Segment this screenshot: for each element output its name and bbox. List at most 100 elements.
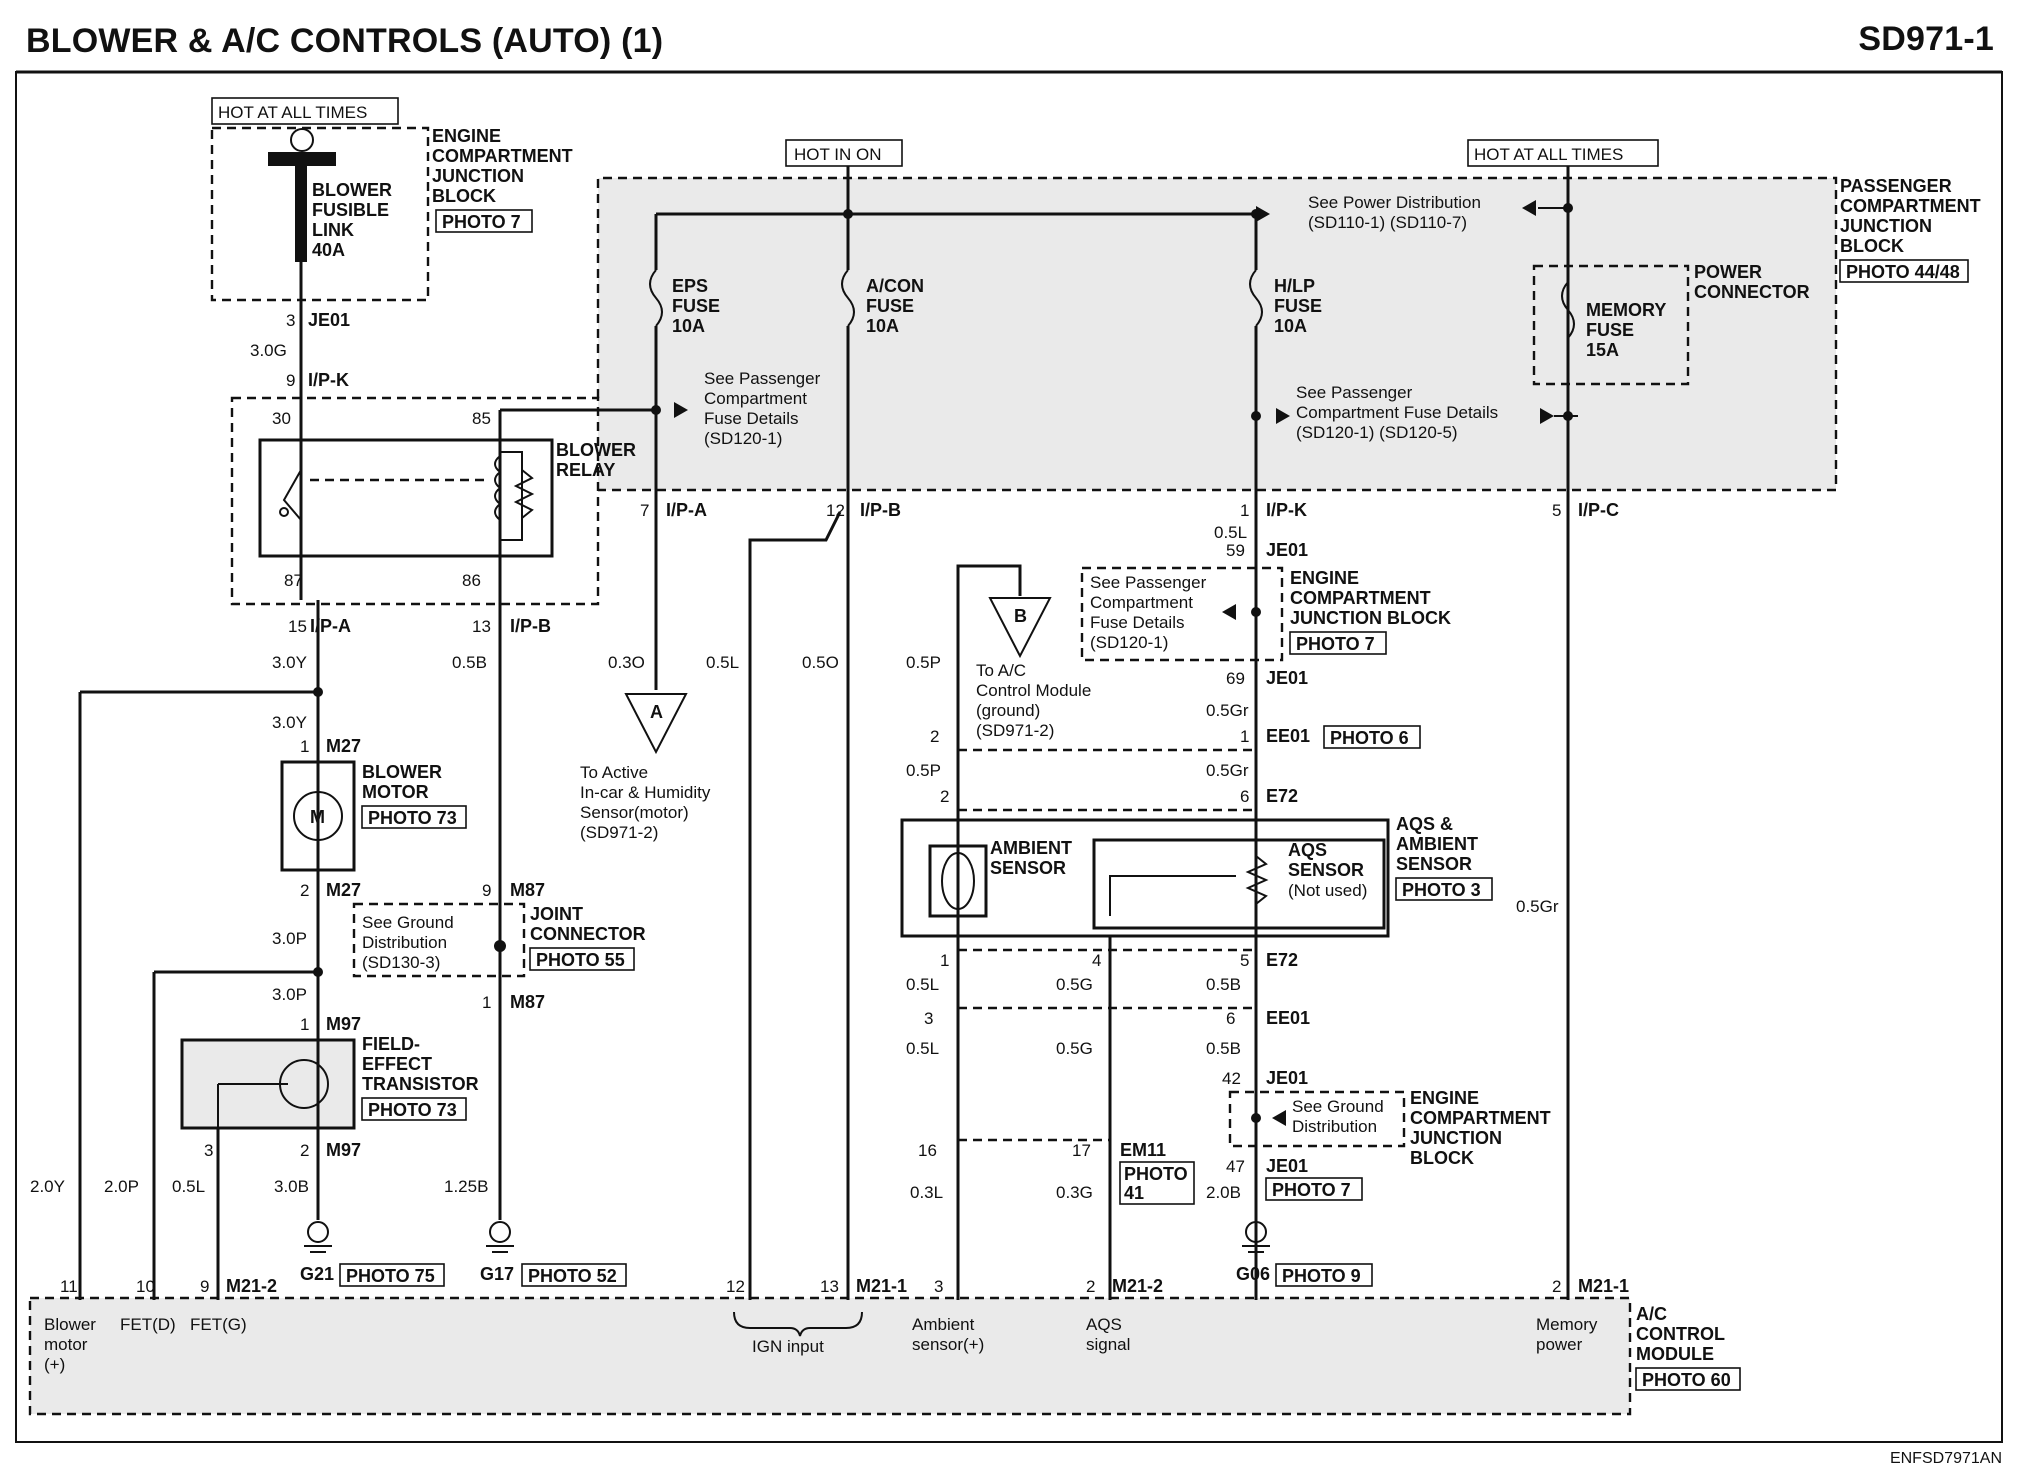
- svg-text:PHOTO 44/48: PHOTO 44/48: [1846, 262, 1960, 282]
- connector-m27: M27: [326, 736, 361, 756]
- engine-jb-top-photo: PHOTO 7: [435, 209, 533, 233]
- motor-symbol: M: [310, 807, 325, 827]
- svg-text:AQS: AQS: [1086, 1315, 1122, 1334]
- svg-text:CONTROL: CONTROL: [1636, 1324, 1725, 1344]
- svg-text:See Passenger: See Passenger: [704, 369, 821, 388]
- aqs-photo: PHOTO 3: [1395, 877, 1493, 901]
- wire-label: 0.5P: [906, 653, 941, 672]
- connector-m27: M27: [326, 880, 361, 900]
- ee01-photo: PHOTO 6: [1323, 725, 1421, 749]
- to-ac-module-ref: To A/C Control Module (ground) (SD971-2): [976, 661, 1091, 740]
- connector-m87: M87: [510, 992, 545, 1012]
- wire-label: 0.5Gr: [1206, 761, 1249, 780]
- relay-section-box: [230, 396, 600, 606]
- page-title: BLOWER & A/C CONTROLS (AUTO) (1): [26, 22, 664, 60]
- connector-e72: E72: [1266, 950, 1298, 970]
- wire-label: 0.5Gr: [1516, 897, 1559, 916]
- wire-label: 3.0Y: [272, 713, 307, 732]
- svg-text:Distribution: Distribution: [1292, 1117, 1377, 1136]
- g17-photo: PHOTO 52: [521, 1263, 627, 1287]
- aqs-ambient-label: AQS & AMBIENT SENSOR: [1396, 814, 1478, 874]
- blower-fusible-link-label: BLOWER FUSIBLE LINK 40A: [312, 180, 392, 260]
- svg-text:10A: 10A: [672, 316, 705, 336]
- svg-text:Fuse Details: Fuse Details: [704, 409, 798, 428]
- svg-text:Ambient: Ambient: [912, 1315, 975, 1334]
- em11-photo: [1119, 1161, 1195, 1205]
- svg-text:signal: signal: [1086, 1335, 1130, 1354]
- pin-label: 2: [940, 787, 949, 806]
- off-page-b: [988, 597, 1052, 659]
- svg-text:ENGINE: ENGINE: [432, 126, 501, 146]
- connector-ipc: I/P-C: [1578, 500, 1619, 520]
- svg-text:BLOWER: BLOWER: [312, 180, 392, 200]
- svg-text:MEMORY: MEMORY: [1586, 300, 1666, 320]
- wire-label: 0.5L: [172, 1177, 205, 1196]
- svg-text:See Passenger: See Passenger: [1296, 383, 1413, 402]
- svg-text:Blower: Blower: [44, 1315, 96, 1334]
- svg-text:COMPARTMENT: COMPARTMENT: [1290, 588, 1431, 608]
- connector-e72: E72: [1266, 786, 1298, 806]
- svg-text:FUSE: FUSE: [672, 296, 720, 316]
- svg-text:See Ground: See Ground: [362, 913, 454, 932]
- module-pin-blower-motor: Blower motor (+): [44, 1315, 96, 1374]
- wire-label: 0.3G: [1056, 1183, 1093, 1202]
- svg-text:MOTOR: MOTOR: [362, 782, 429, 802]
- pin-label: 1: [940, 951, 949, 970]
- ground-g17: G17: [480, 1264, 514, 1284]
- pin-label: 7: [640, 501, 649, 520]
- connector-m97: M97: [326, 1014, 361, 1034]
- pin-label: 4: [1092, 951, 1101, 970]
- wire-label: 0.5L: [906, 975, 939, 994]
- ground-icon: [307, 1221, 329, 1243]
- svg-text:BLOWER: BLOWER: [556, 440, 636, 460]
- pin-label: 30: [272, 409, 291, 428]
- svg-text:AMBIENT: AMBIENT: [990, 838, 1072, 858]
- engine-jb-mid-photo: PHOTO 7: [1289, 631, 1387, 655]
- fusible-link-head: [268, 152, 336, 166]
- svg-text:BLOCK: BLOCK: [432, 186, 496, 206]
- aqs-not-used: (Not used): [1288, 881, 1367, 900]
- svg-text:PHOTO 55: PHOTO 55: [536, 950, 625, 970]
- pin-label: 1: [482, 993, 491, 1012]
- wire-label: 3.0B: [274, 1177, 309, 1196]
- g06-photo: PHOTO 9: [1275, 1263, 1373, 1287]
- pass-fuse-mid-ref: See Passenger Compartment Fuse Details (…: [1090, 573, 1207, 652]
- blower-motor-box: [280, 760, 356, 872]
- svg-text:JUNCTION: JUNCTION: [432, 166, 524, 186]
- memory-fuse-icon: [1561, 281, 1575, 339]
- wire-label: 0.5G: [1056, 975, 1093, 994]
- eps-fuse-label: EPS FUSE 10A: [672, 276, 720, 336]
- ground-dist-right-ref: See Ground Distribution: [1292, 1097, 1384, 1136]
- wire-label: 0.5G: [1056, 1039, 1093, 1058]
- svg-text:HOT IN ON: HOT IN ON: [794, 145, 882, 164]
- svg-text:Compartment Fuse Details: Compartment Fuse Details: [1296, 403, 1498, 422]
- wire-label: 0.5B: [452, 653, 487, 672]
- svg-text:COMPARTMENT: COMPARTMENT: [432, 146, 573, 166]
- ambient-sensor-icon: [928, 844, 988, 918]
- svg-text:(SD110-1) (SD110-7): (SD110-1) (SD110-7): [1308, 213, 1467, 232]
- svg-text:AQS &: AQS &: [1396, 814, 1453, 834]
- pin-label: 86: [462, 571, 481, 590]
- pin-label: 47: [1226, 1157, 1245, 1176]
- svg-text:TRANSISTOR: TRANSISTOR: [362, 1074, 479, 1094]
- pin-label: 6: [1226, 1009, 1235, 1028]
- pin-label: 9: [482, 881, 491, 900]
- svg-text:PHOTO 7: PHOTO 7: [1272, 1180, 1351, 1200]
- blower-motor-photo: PHOTO 73: [361, 805, 467, 829]
- pin-label: 9: [286, 371, 295, 390]
- off-page-a: [624, 693, 688, 755]
- svg-text:10A: 10A: [1274, 316, 1307, 336]
- memory-fuse-label: MEMORY FUSE 15A: [1586, 300, 1666, 360]
- svg-text:PHOTO 73: PHOTO 73: [368, 1100, 457, 1120]
- ground-dist-left-ref: See Ground Distribution (SD130-3): [362, 913, 454, 972]
- svg-text:JUNCTION BLOCK: JUNCTION BLOCK: [1290, 608, 1451, 628]
- svg-text:FUSIBLE: FUSIBLE: [312, 200, 389, 220]
- ac-control-module-label: A/C CONTROL MODULE: [1636, 1304, 1725, 1364]
- svg-text:A/C: A/C: [1636, 1304, 1667, 1324]
- pin-label: 9: [200, 1277, 209, 1296]
- connector-je01: JE01: [1266, 1156, 1308, 1176]
- wire-label: 0.5P: [906, 761, 941, 780]
- svg-text:BLOWER: BLOWER: [362, 762, 442, 782]
- module-pin-memory: Memory power: [1536, 1315, 1598, 1354]
